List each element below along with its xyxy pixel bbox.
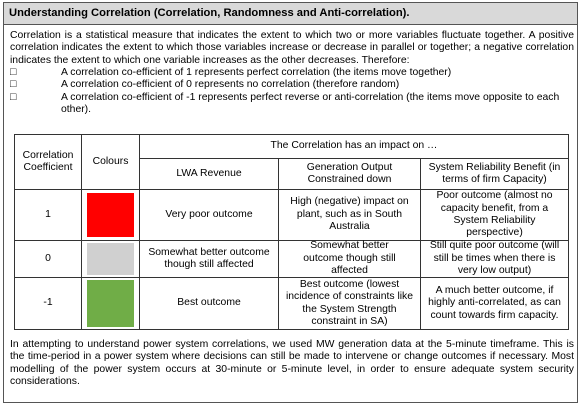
title-bar: Understanding Correlation (Correlation, … (4, 3, 577, 25)
reliability-cell: Poor outcome (almost no capacity benefit… (436, 190, 553, 239)
table-divider (15, 240, 568, 241)
bullet-text: A correlation co-efficient of 0 represen… (61, 79, 400, 91)
header-coefficient: Correlation Coefficient (22, 149, 74, 173)
coefficient-cell: -1 (43, 297, 53, 309)
coefficient-cell: 0 (45, 252, 51, 264)
table-divider (278, 158, 279, 329)
colour-swatch-grey (87, 243, 134, 275)
revenue-cell: Somewhat better outcome though still aff… (148, 246, 270, 270)
generation-cell: Best outcome (lowest incidence of constr… (285, 278, 414, 327)
colour-swatch-green (87, 280, 134, 327)
checkbox-icon: □ (10, 91, 17, 103)
header-generation-output: Generation Output Constrained down (306, 161, 393, 185)
table-divider (15, 189, 568, 190)
table-divider (81, 135, 82, 329)
revenue-cell: Very poor outcome (165, 208, 253, 220)
table-divider (139, 135, 140, 329)
correlation-table: Correlation Coefficient Colours The Corr… (14, 134, 569, 330)
checkbox-icon: □ (10, 79, 17, 91)
generation-cell: Somewhat better outcome though still aff… (303, 240, 396, 277)
checkbox-icon: □ (10, 67, 17, 78)
bullet-list: □ A correlation co-efficient of 1 repres… (10, 67, 574, 117)
colour-swatch-red (87, 193, 134, 237)
header-system-reliability: System Reliability Benefit (in terms of … (428, 161, 561, 185)
list-item: □ A correlation co-efficient of -1 repre… (10, 92, 574, 117)
list-item: □ A correlation co-efficient of 1 repres… (10, 67, 574, 79)
header-colours: Colours (92, 155, 129, 167)
table-divider (420, 158, 421, 329)
page-title: Understanding Correlation (Correlation, … (9, 7, 410, 19)
reliability-cell: Still quite poor outcome (will still be … (429, 240, 560, 277)
bullet-text: A correlation co-efficient of -1 represe… (61, 91, 560, 116)
reliability-cell: A much better outcome, if highly anti-co… (428, 284, 561, 321)
table-divider (139, 158, 568, 159)
table-divider (15, 277, 568, 278)
header-impact: The Correlation has an impact on … (270, 140, 438, 152)
document-frame: Understanding Correlation (Correlation, … (3, 2, 578, 403)
coefficient-cell: 1 (45, 208, 51, 220)
header-lwa-revenue: LWA Revenue (176, 167, 242, 179)
intro-paragraph: Correlation is a statistical measure tha… (10, 30, 574, 66)
revenue-cell: Best outcome (177, 297, 241, 309)
bullet-text: A correlation co-efficient of 1 represen… (61, 67, 452, 78)
list-item: □ A correlation co-efficient of 0 repres… (10, 79, 574, 91)
generation-cell: High (negative) impact on plant, such as… (290, 196, 409, 233)
outro-paragraph: In attempting to understand power system… (10, 339, 574, 388)
